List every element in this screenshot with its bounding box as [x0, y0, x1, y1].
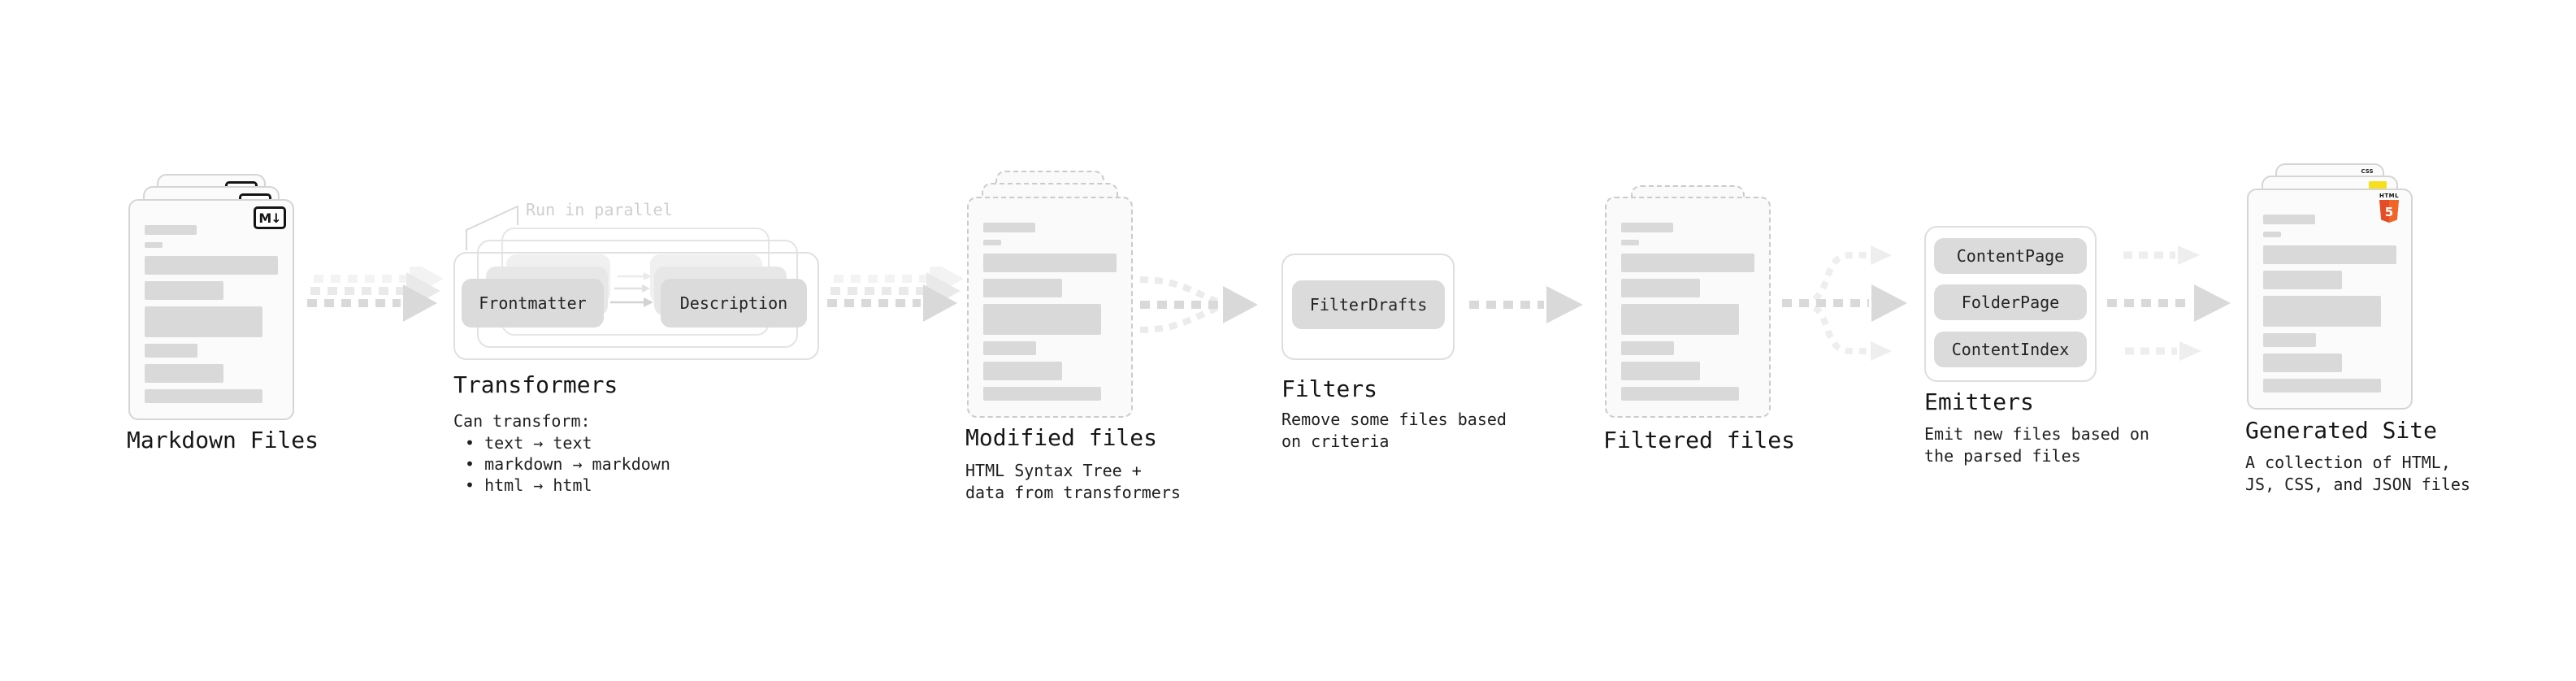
flow-arrow-modified-to-filters — [1139, 276, 1258, 333]
transformer-step-description: Description — [661, 279, 807, 327]
placeholder-bar — [2263, 215, 2315, 224]
markdown-icon: M↓ — [254, 206, 286, 229]
filtered-files-label: Filtered files — [1603, 427, 1796, 453]
html5-shield-icon: 5 — [2379, 200, 2399, 223]
transformer-run-box-front — [453, 252, 819, 360]
placeholder-bar — [2263, 379, 2381, 393]
modified-files-label: Modified files — [965, 424, 1158, 451]
filters-heading: Filters — [1281, 375, 1378, 402]
placeholder-bar — [145, 389, 262, 403]
placeholder-bar — [2263, 245, 2396, 264]
transformers-bullet: • text → text — [465, 433, 592, 453]
html5-icon-label: HTML — [2379, 193, 2400, 199]
placeholder-bar — [2263, 354, 2342, 372]
flow-arrow-filtered-to-emitters — [1782, 245, 1907, 361]
emitter-content-index-chip: ContentIndex — [1934, 332, 2087, 367]
placeholder-bar — [983, 279, 1062, 297]
run-in-parallel-annotation: Run in parallel — [526, 200, 673, 219]
html5-file-icon: HTML 5 — [2378, 193, 2400, 223]
flow-arrow-emitters-to-site — [2107, 245, 2231, 361]
modified-file-card-front — [967, 197, 1133, 418]
placeholder-bar — [1621, 341, 1674, 355]
flow-arrow-markdown-to-transformers — [307, 267, 444, 322]
placeholder-bar — [1621, 304, 1739, 335]
generated-site-label: Generated Site — [2245, 417, 2438, 444]
filters-caption: Remove some files based on criteria — [1281, 410, 1507, 451]
emitter-folder-page-chip: FolderPage — [1934, 284, 2087, 320]
placeholder-bar — [983, 304, 1101, 335]
placeholder-bar — [2263, 271, 2342, 289]
placeholder-bar — [1621, 279, 1700, 297]
site-file-card-html: HTML 5 — [2247, 189, 2413, 410]
placeholder-bar — [145, 281, 223, 300]
placeholder-bar — [983, 223, 1035, 232]
markdown-files-label: Markdown Files — [127, 427, 319, 453]
placeholder-bar — [1621, 254, 1754, 272]
placeholder-bar — [2263, 333, 2316, 347]
modified-files-caption: HTML Syntax Tree + data from transformer… — [965, 461, 1181, 502]
transformer-step-frontmatter: Frontmatter — [462, 279, 604, 327]
placeholder-bar — [1621, 223, 1673, 232]
placeholder-bar — [1621, 387, 1739, 401]
placeholder-bar — [983, 254, 1117, 272]
emitter-content-page-chip: ContentPage — [1934, 238, 2087, 274]
placeholder-bar — [145, 225, 197, 235]
placeholder-bar — [1621, 362, 1700, 380]
emitters-caption: Emit new files based on the parsed files — [1924, 424, 2149, 466]
placeholder-bar — [2263, 296, 2381, 327]
placeholder-bar — [983, 240, 1001, 245]
placeholder-bar — [983, 362, 1062, 380]
placeholder-bar — [145, 242, 163, 248]
placeholder-bar — [1621, 240, 1639, 245]
markdown-file-card-front: M↓ — [128, 199, 294, 420]
transformers-bullet: • markdown → markdown — [465, 454, 670, 474]
placeholder-bar — [983, 387, 1101, 401]
placeholder-bar — [983, 341, 1036, 355]
flow-arrow-transformers-to-modified — [827, 267, 964, 322]
css-icon-label: CSS — [2361, 168, 2374, 175]
emitters-heading: Emitters — [1924, 388, 2034, 415]
placeholder-bar — [145, 344, 197, 358]
filter-drafts-chip: FilterDrafts — [1292, 280, 1445, 329]
js-file-icon — [2369, 181, 2387, 190]
transformers-bullet: • html → html — [465, 475, 592, 495]
generated-site-caption: A collection of HTML, JS, CSS, and JSON … — [2245, 453, 2470, 494]
placeholder-bar — [145, 306, 262, 337]
placeholder-bar — [2263, 232, 2281, 237]
placeholder-bar — [145, 256, 278, 275]
placeholder-bar — [145, 364, 223, 383]
filtered-file-card-front — [1605, 197, 1771, 418]
transformers-heading: Transformers — [453, 371, 618, 398]
transformers-caption-intro: Can transform: — [453, 411, 591, 431]
flow-arrow-filters-to-filtered — [1469, 286, 1583, 323]
svg-text:5: 5 — [2385, 205, 2393, 219]
